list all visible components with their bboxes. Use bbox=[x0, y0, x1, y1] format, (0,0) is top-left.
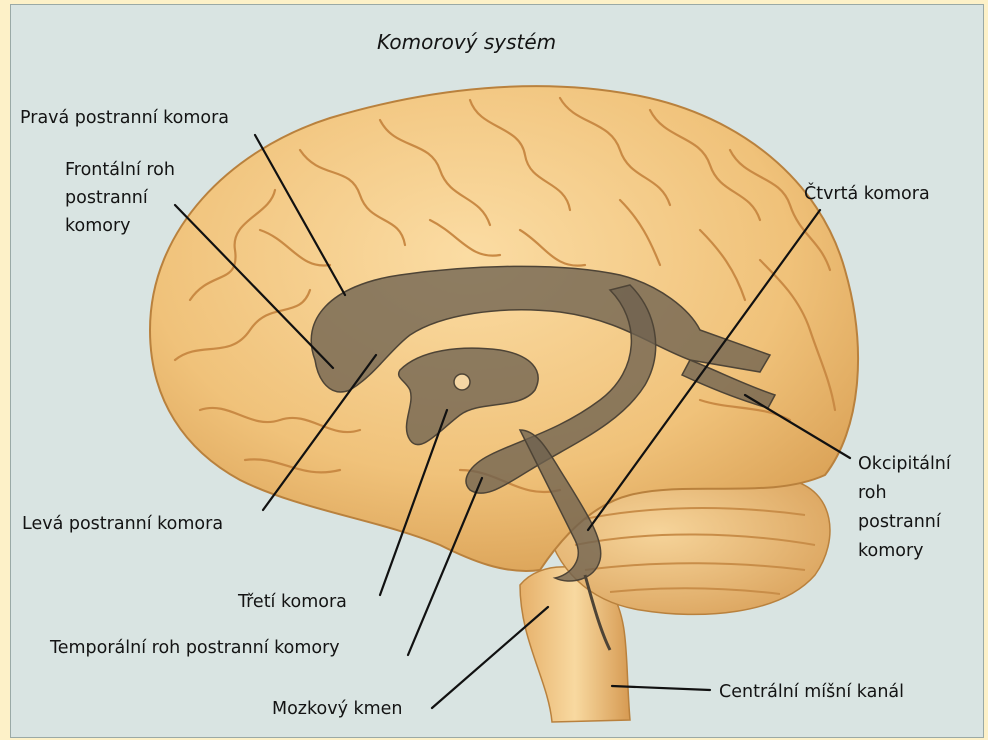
label-fourth-ventricle: Čtvrtá komora bbox=[804, 182, 930, 206]
label-frontal-horn-line1: Frontální roh bbox=[65, 158, 175, 182]
label-right-lateral-ventricle: Pravá postranní komora bbox=[20, 106, 229, 130]
label-brainstem: Mozkový kmen bbox=[272, 697, 403, 721]
label-occipital-horn-line2: roh bbox=[858, 481, 887, 505]
leader-brainstem bbox=[432, 607, 548, 708]
label-central-canal: Centrální míšní kanál bbox=[719, 680, 904, 704]
label-frontal-horn-line3: komory bbox=[65, 214, 131, 238]
label-frontal-horn-line2: postranní bbox=[65, 186, 148, 210]
label-occipital-horn-line4: komory bbox=[858, 539, 924, 563]
label-third-ventricle: Třetí komora bbox=[238, 590, 347, 614]
interthalamic-adhesion bbox=[454, 374, 470, 390]
label-left-lateral-ventricle: Levá postranní komora bbox=[22, 512, 223, 536]
diagram-title: Komorový systém bbox=[377, 30, 556, 54]
label-occipital-horn-line1: Okcipitální bbox=[858, 452, 951, 476]
label-temporal-horn: Temporální roh postranní komory bbox=[50, 636, 340, 660]
label-occipital-horn-line3: postranní bbox=[858, 510, 941, 534]
